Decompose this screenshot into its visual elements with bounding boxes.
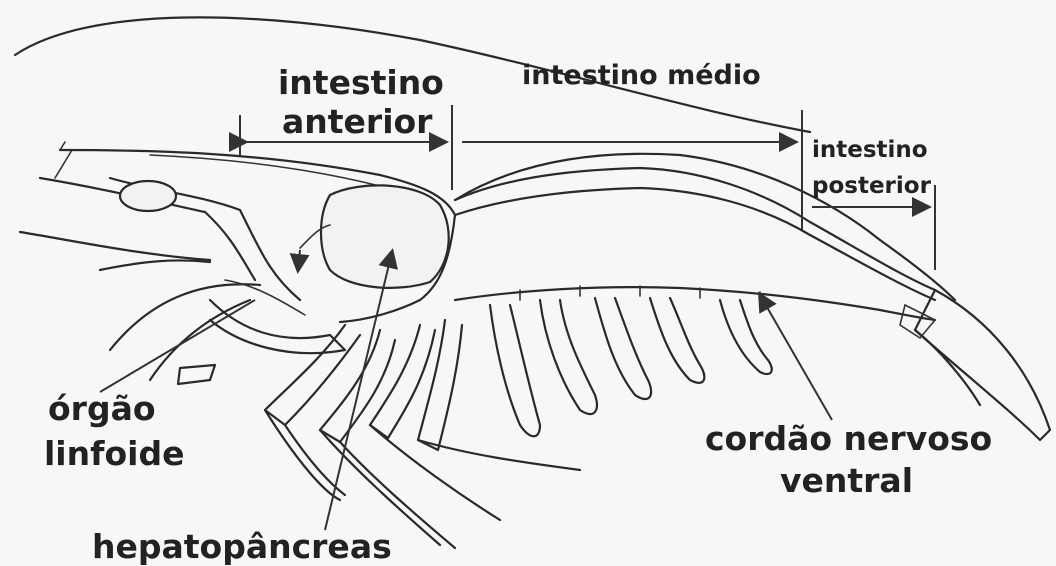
label-intestino-anterior-line2: anterior <box>282 102 433 141</box>
label-intestino-posterior-line1: intestino <box>812 137 928 163</box>
label-orgao-line1: órgão <box>48 389 156 428</box>
antennae <box>110 280 345 384</box>
leader-orgao-linfoide <box>100 300 255 392</box>
label-intestino-anterior-line1: intestino <box>278 63 444 102</box>
tail-fan <box>900 290 1050 440</box>
leader-stomach <box>298 250 300 270</box>
label-orgao-line2: linfoide <box>44 434 184 473</box>
label-cordao-line2: ventral <box>780 461 913 500</box>
label-hepatopancreas: hepatopâncreas <box>92 527 392 566</box>
eye <box>120 181 176 211</box>
leader-hepatopancreas-1 <box>325 252 392 530</box>
leader-cordao-nervoso <box>760 295 832 420</box>
label-intestino-medio: intestino médio <box>522 60 761 91</box>
label-intestino-posterior-line2: posterior <box>812 173 932 199</box>
hepatopancreas-organ <box>321 185 449 287</box>
pleopods <box>490 298 772 436</box>
label-cordao-line1: cordão nervoso <box>705 419 992 458</box>
